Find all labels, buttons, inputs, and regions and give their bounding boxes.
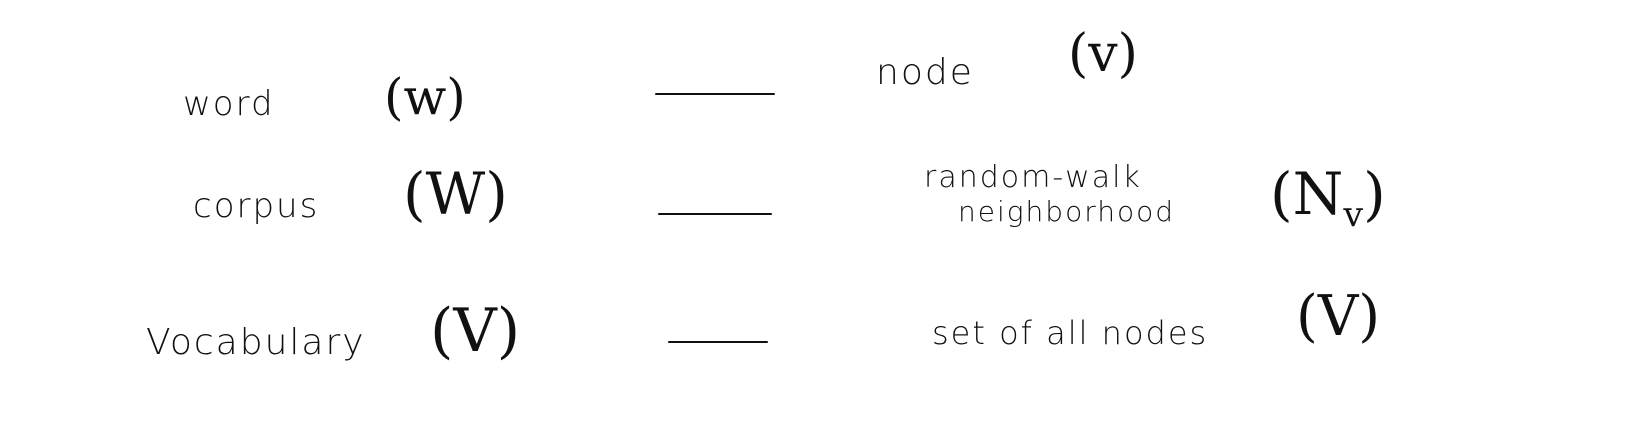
connector-line-1 xyxy=(655,93,775,95)
symbol-nv: (Nv) xyxy=(1270,160,1386,235)
symbol-nodes-v: (V) xyxy=(1296,284,1381,349)
connector-line-3 xyxy=(668,341,768,343)
label-node: node xyxy=(876,52,974,93)
symbol-w: (w) xyxy=(384,68,466,126)
label-neighborhood: neighborhood xyxy=(958,195,1176,228)
label-random-walk: random-walk xyxy=(924,160,1142,195)
symbol-nv-subscript: v xyxy=(1343,195,1364,236)
symbol-corpus-w: (W) xyxy=(403,160,508,228)
symbol-nv-base: (N xyxy=(1270,160,1344,228)
symbol-v: (v) xyxy=(1068,24,1138,84)
label-set-of-all-nodes: set of all nodes xyxy=(932,314,1209,352)
connector-line-2 xyxy=(658,213,772,215)
label-corpus: corpus xyxy=(193,186,320,226)
symbol-vocab-v: (V) xyxy=(430,296,521,366)
label-word: word xyxy=(183,84,275,124)
label-vocabulary: Vocabulary xyxy=(146,322,366,363)
symbol-nv-close: ) xyxy=(1363,160,1386,228)
